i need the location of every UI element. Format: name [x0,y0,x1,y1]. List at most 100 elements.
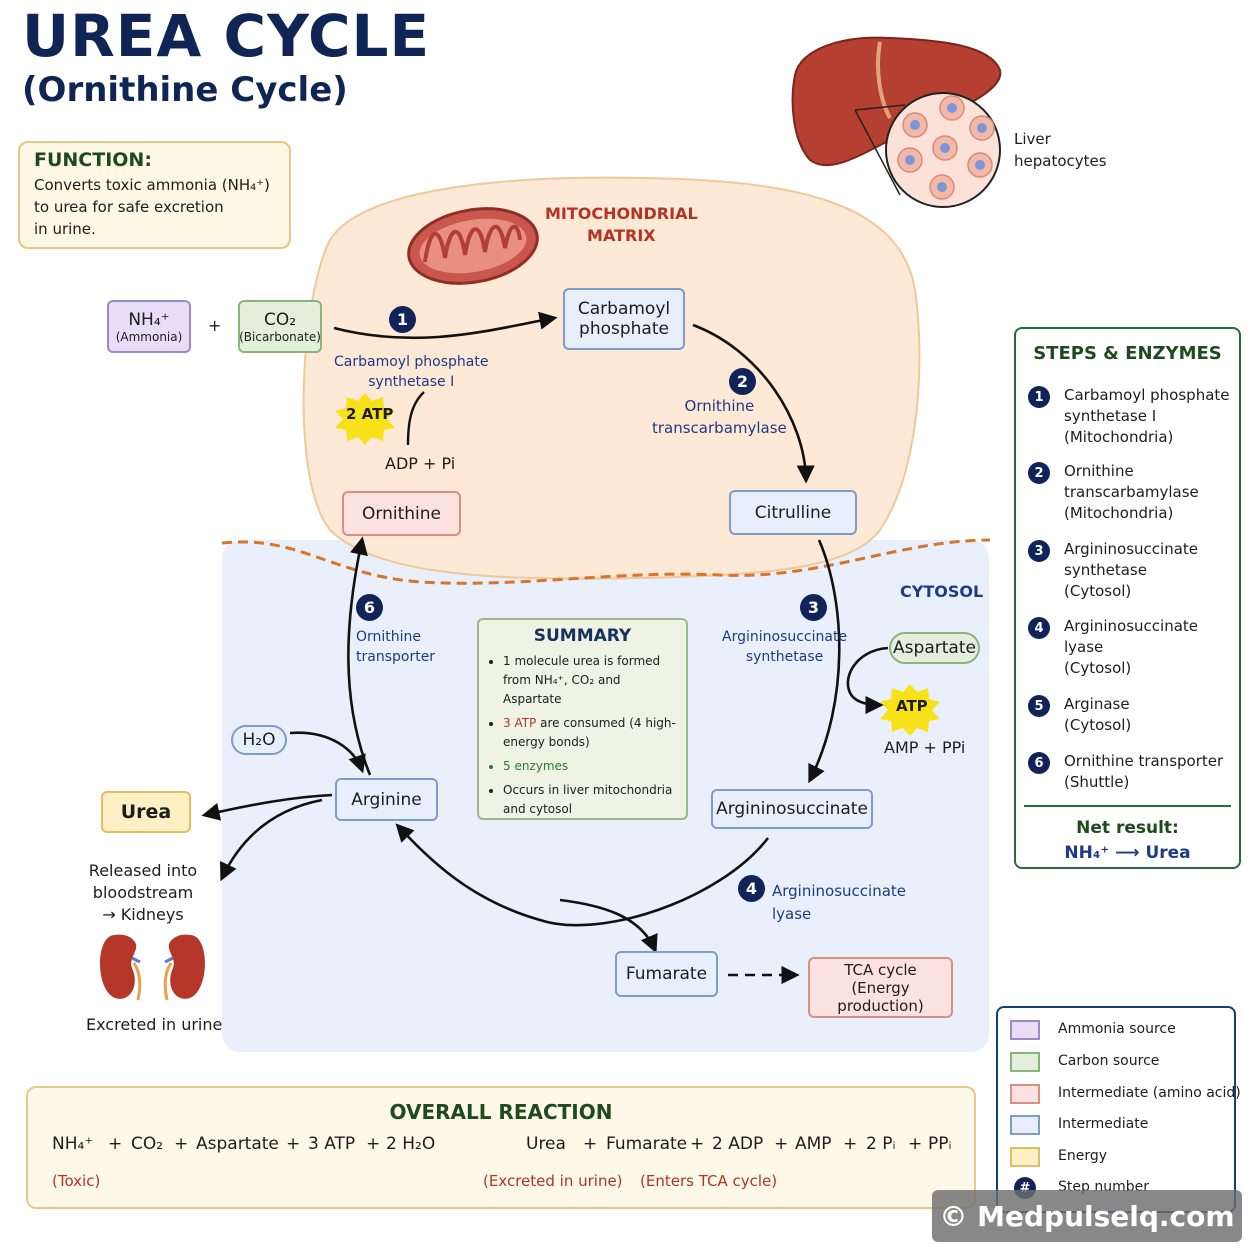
argininosuccinate-name: Argininosuccinate [716,799,868,819]
enzyme-1-line-1: Carbamoyl phosphate [334,354,489,370]
carbamoyl-line-2: phosphate [579,319,669,339]
aspartate-box: Aspartate [889,632,980,664]
overall-plus-4: + [366,1134,381,1154]
mitochondrion-icon [407,207,539,285]
arrow-step6 [347,536,372,776]
steps-item-1-text: Carbamoyl phosphate synthetase I (Mitoch… [1064,386,1230,446]
overall-plus-6: + [690,1134,705,1154]
overall-enters-note: (Enters TCA cycle) [640,1172,778,1190]
watermark: © Medpulselq.com [932,1190,1242,1242]
enzyme-2-label: Ornithine transcarbamylase [652,395,787,439]
urea-box: Urea [101,791,191,833]
summary-item-atp: 3 ATP are consumed (4 high-energy bonds) [503,714,678,752]
atp2-label: 2 ATP [346,405,394,423]
argininosuccinate-box: Argininosuccinate [711,789,873,829]
fumarate-box: Fumarate [615,951,718,997]
co2-box: CO₂ (Bicarbonate) [238,300,322,353]
citrulline-box: Citrulline [729,490,857,535]
function-box: FUNCTION: Converts toxic ammonia (NH₄⁺) … [18,141,291,249]
function-line-2: to urea for safe excretion [34,198,224,216]
ornithine-name: Ornithine [362,503,441,524]
liver-icon [791,36,1002,208]
steps-heading: STEPS & ENZYMES [1033,343,1222,364]
enzyme-3-line-2: synthetase [745,649,824,665]
legend-swatch-intermediate [1010,1115,1040,1135]
summary-atp-text: are consumed (4 high-energy bonds) [503,716,676,749]
overall-excreted-note: (Excreted in urine) [483,1172,623,1190]
summary-list: 1 molecule urea is formed from NH₄⁺, CO₂… [487,652,678,819]
legend-label-amino-acid: Intermediate (amino acid) [1058,1085,1241,1101]
overall-atp: 3 ATP [308,1134,356,1154]
enzyme-2-line-2: transcarbamylase [652,419,787,437]
step-number-1: 1 [389,306,416,333]
legend: Ammonia source Carbon source Intermediat… [996,1006,1241,1213]
legend-label-ammonia: Ammonia source [1058,1021,1176,1037]
arrow-step3 [808,539,841,784]
function-heading: FUNCTION: [34,149,152,171]
enzyme-6-line-1: Ornithine [356,629,422,645]
plus-sign: + [208,316,222,335]
overall-co2: CO₂ [131,1134,164,1154]
liver-label-line-2: hepatocytes [1014,152,1107,170]
enzyme-4-line-1: Argininosuccinate [772,882,907,900]
overall-fumarate: Fumarate [606,1134,688,1154]
steps-item-5-text: Arginase (Cytosol) [1064,695,1132,734]
overall-ppi: PPᵢ [928,1134,952,1154]
ornithine-box: Ornithine [342,491,461,536]
mito-label-line-1: MITOCHONDRIAL [545,204,698,223]
overall-plus-7: + [774,1134,789,1154]
legend-swatch-energy [1010,1147,1040,1167]
summary-box: SUMMARY 1 molecule urea is formed from N… [477,618,688,820]
mitochondrial-matrix-label: MITOCHONDRIAL MATRIX [545,203,698,247]
atp2-burst [335,393,395,445]
overall-plus-9: + [908,1134,923,1154]
steps-item-6-number: 6 [1028,752,1050,774]
enzyme-4-line-2: lyase [772,905,812,923]
overall-pi: 2 Pᵢ [866,1134,896,1154]
overall-reaction-box: OVERALL REACTION NH₄⁺ + CO₂ + Aspartate … [26,1086,976,1209]
summary-item-enzymes: 5 enzymes [503,757,678,776]
steps-item-3-number: 3 [1028,540,1050,562]
steps-item-2-number: 2 [1028,462,1050,484]
step-number-2: 2 [729,368,756,395]
citrulline-name: Citrulline [754,502,832,523]
step-number-3: 3 [800,594,827,621]
step-number-4: 4 [738,875,765,902]
urea-name: Urea [120,801,172,823]
arrow-h2o [289,731,366,774]
fumarate-name: Fumarate [625,964,708,984]
summary-heading: SUMMARY [533,626,632,646]
mito-label-line-2: MATRIX [587,226,656,245]
arrow-step4 [395,823,770,927]
steps-item-3-text: Argininosuccinate synthetase (Cytosol) [1064,540,1199,600]
enzyme-4-label: Argininosuccinate lyase [772,880,906,926]
kidneys-icon [100,934,205,1001]
aspartate-name: Aspartate [893,638,976,658]
ammonia-name: NH₄⁺ [128,309,170,330]
excreted-label: Excreted in urine [86,1015,223,1034]
atp-label: ATP [896,697,928,715]
arginine-name: Arginine [351,789,422,810]
overall-plus-5: + [583,1134,598,1154]
liver-label-line-1: Liver [1014,130,1051,148]
steps-item-6-text: Ornithine transporter (Shuttle) [1064,752,1224,791]
summary-item-urea: 1 molecule urea is formed from NH₄⁺, CO₂… [503,652,678,709]
tca-line-1: TCA cycle [844,960,917,979]
overall-toxic-note: (Toxic) [52,1172,101,1190]
function-line-3: in urine. [34,220,96,238]
steps-item-4-text: Argininosuccinate lyase (Cytosol) [1064,617,1199,677]
water-name: H₂O [242,730,276,750]
amp-ppi-label: AMP + PPi [884,738,966,757]
steps-item-4-number: 4 [1028,617,1050,639]
overall-plus-2: + [174,1134,189,1154]
steps-item-2-text: Ornithine transcarbamylase (Mitochondria… [1064,462,1199,522]
overall-plus-8: + [843,1134,858,1154]
carbamoyl-line-1: Carbamoyl [577,299,671,319]
co2-name: CO₂ [263,309,297,330]
enzyme-1-label: Carbamoyl phosphate synthetase I [334,352,488,392]
legend-swatch-ammonia [1010,1020,1040,1040]
enzyme-2-line-1: Ornithine [684,397,755,415]
atp-burst [880,684,940,736]
arrow-adp [406,391,425,446]
released-line-3: → Kidneys [102,905,184,924]
